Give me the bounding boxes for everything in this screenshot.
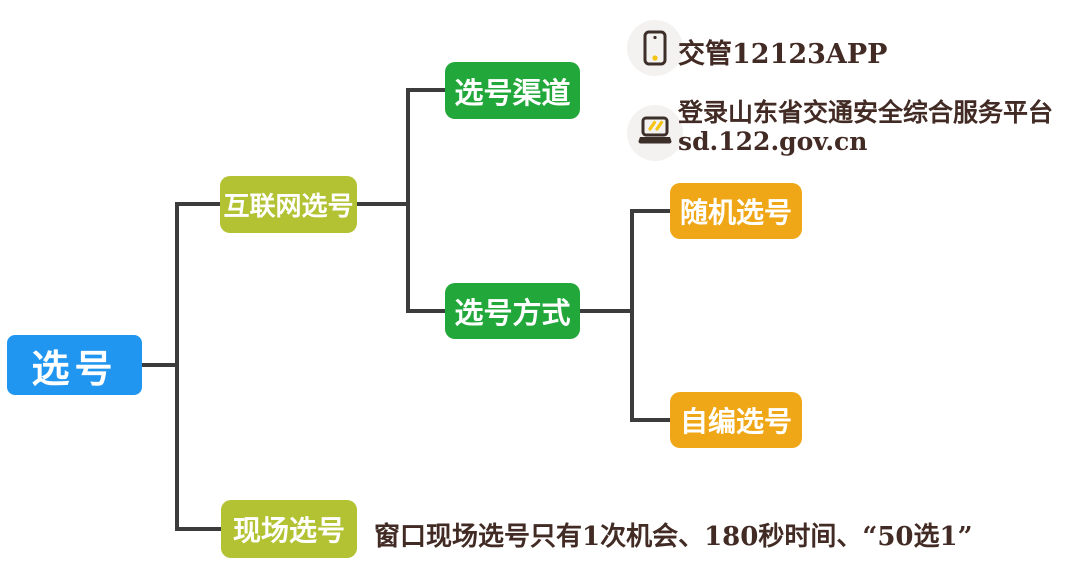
connector-to-channel	[406, 88, 445, 92]
connector-trunk1-vertical	[175, 202, 179, 531]
connector-internet-trunk	[357, 202, 410, 206]
web-platform-url: sd.122.gov.cn	[678, 127, 868, 156]
web-platform-label: 登录山东省交通安全综合服务平台 sd.122.gov.cn	[678, 98, 1053, 156]
connector-to-onsite	[175, 527, 221, 531]
internet-selection-node: 互联网选号	[220, 176, 357, 233]
root-node-xuanhao: 选号	[7, 335, 142, 395]
random-selection-node: 随机选号	[670, 183, 802, 239]
selection-channel-node: 选号渠道	[445, 62, 580, 119]
phone-icon	[627, 20, 683, 76]
web-platform-label-line1: 登录山东省交通安全综合服务平台	[678, 98, 1054, 127]
connector-trunk2-vertical	[406, 88, 410, 313]
connector-to-custom	[630, 418, 670, 422]
connector-to-internet	[175, 202, 220, 206]
selection-method-node: 选号方式	[445, 283, 580, 339]
connector-root-trunk	[142, 363, 177, 367]
self-edit-selection-node: 自编选号	[670, 392, 802, 448]
onsite-note: 窗口现场选号只有1次机会、180秒时间、“50选1”	[374, 522, 973, 552]
connector-trunk3-vertical	[630, 209, 634, 422]
connector-to-random	[630, 209, 670, 213]
laptop-icon	[627, 105, 683, 161]
connector-method-trunk	[580, 309, 634, 313]
app-channel-label: 交管12123APP	[678, 39, 888, 70]
connector-to-method	[406, 309, 445, 313]
onsite-selection-node: 现场选号	[221, 500, 357, 558]
